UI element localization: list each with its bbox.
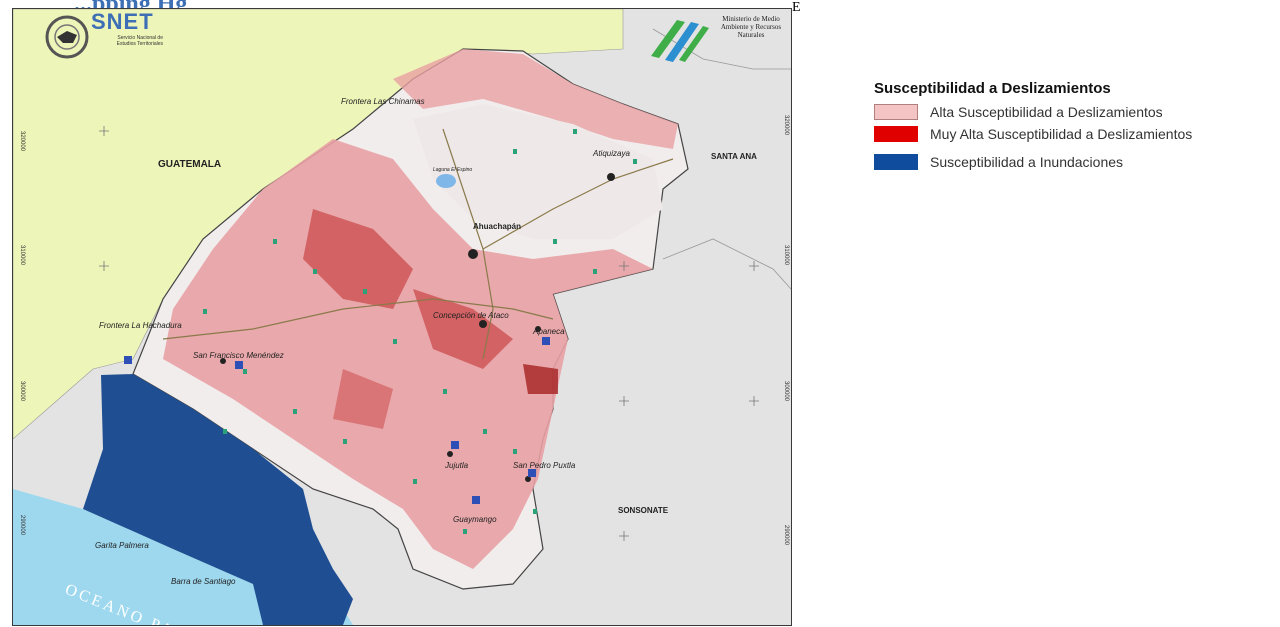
snet-logo bbox=[45, 15, 89, 59]
very-high-susceptibility-zone bbox=[413, 289, 513, 369]
vegetation-symbols bbox=[203, 129, 637, 534]
lagoon bbox=[436, 174, 456, 188]
coord-right-310000: 310000 bbox=[783, 245, 789, 266]
high-susceptibility-zone bbox=[163, 139, 653, 569]
legend-label-muy-alta: Muy Alta Susceptibilidad a Deslizamiento… bbox=[930, 126, 1193, 142]
coord-left-300000: 300000 bbox=[19, 381, 25, 402]
border-line bbox=[662, 238, 791, 290]
label-san-pedro-puxtla: San Pedro Puxtla bbox=[513, 461, 576, 470]
legend-item-alta: Alta Susceptibilidad a Deslizamientos bbox=[874, 101, 1274, 123]
coord-left-310000: 310000 bbox=[19, 245, 25, 266]
grid-crosses bbox=[99, 126, 759, 541]
legend-label-inundaciones: Susceptibilidad a Inundaciones bbox=[930, 154, 1124, 170]
stray-character: E bbox=[792, 0, 801, 15]
legend-item-muy-alta: Muy Alta Susceptibilidad a Deslizamiento… bbox=[874, 123, 1274, 145]
road bbox=[162, 298, 554, 340]
snet-logo-name: SNET bbox=[91, 9, 154, 34]
ministerio-logo-name: Ministerio de Medio Ambiente y Recursos … bbox=[720, 15, 782, 39]
label-laguna: Laguna El Espino bbox=[433, 167, 473, 173]
legend-item-inundaciones: Susceptibilidad a Inundaciones bbox=[874, 151, 1274, 173]
label-atiquizaya: Atiquizaya bbox=[593, 149, 630, 158]
ministerio-logo bbox=[651, 20, 709, 62]
snet-logo-subtitle: Servicio Nacional de Estudios Territoria… bbox=[116, 35, 163, 47]
map-legend: Susceptibilidad a Deslizamientos Alta Su… bbox=[874, 80, 1274, 173]
label-frontera-chinamas: Frontera Las Chinamas bbox=[341, 97, 425, 106]
label-barra-santiago: Barra de Santiago bbox=[171, 577, 236, 586]
road bbox=[482, 158, 674, 250]
label-guaymango: Guaymango bbox=[453, 515, 497, 524]
label-guatemala: GUATEMALA bbox=[158, 159, 222, 170]
legend-swatch-inundaciones bbox=[874, 154, 918, 170]
coord-right-290000: 290000 bbox=[783, 525, 789, 546]
legend-swatch-alta bbox=[874, 104, 918, 120]
very-high-susceptibility-zone bbox=[523, 364, 558, 394]
hospital-markers bbox=[124, 337, 550, 504]
very-high-susceptibility-zone bbox=[333, 369, 393, 429]
coord-right-320000: 320000 bbox=[783, 115, 789, 136]
town-markers bbox=[220, 173, 615, 482]
map-canvas bbox=[13, 9, 791, 625]
label-sonsonate: SONSONATE bbox=[618, 506, 669, 515]
label-san-francisco-menendez: San Francisco Menéndez bbox=[193, 351, 284, 360]
flood-zone bbox=[83, 374, 353, 625]
label-concepcion-ataco: Concepción de Ataco bbox=[433, 311, 509, 320]
susceptibility-map[interactable]: SNET Servicio Nacional de Estudios Terri… bbox=[12, 8, 792, 626]
legend-title: Susceptibilidad a Deslizamientos bbox=[874, 80, 1111, 97]
label-jujutla: Jujutla bbox=[445, 461, 469, 470]
legend-swatch-muy-alta bbox=[874, 126, 918, 142]
label-apaneca: Apaneca bbox=[533, 327, 565, 336]
coord-left-290000: 290000 bbox=[19, 515, 25, 536]
label-garita-palmera: Garita Palmera bbox=[95, 541, 149, 550]
very-high-susceptibility-zone bbox=[303, 209, 413, 309]
high-susceptibility-north bbox=[393, 49, 678, 149]
lowland-zone bbox=[413, 104, 663, 239]
label-frontera-hachadura: Frontera La Hachadura bbox=[99, 321, 182, 330]
legend-label-alta: Alta Susceptibilidad a Deslizamientos bbox=[930, 104, 1163, 120]
coord-right-300000: 300000 bbox=[783, 381, 789, 402]
label-santa-ana: SANTA ANA bbox=[711, 152, 757, 161]
label-ahuachapan: Ahuachapán bbox=[473, 222, 522, 231]
coord-left-320000: 320000 bbox=[19, 131, 25, 152]
